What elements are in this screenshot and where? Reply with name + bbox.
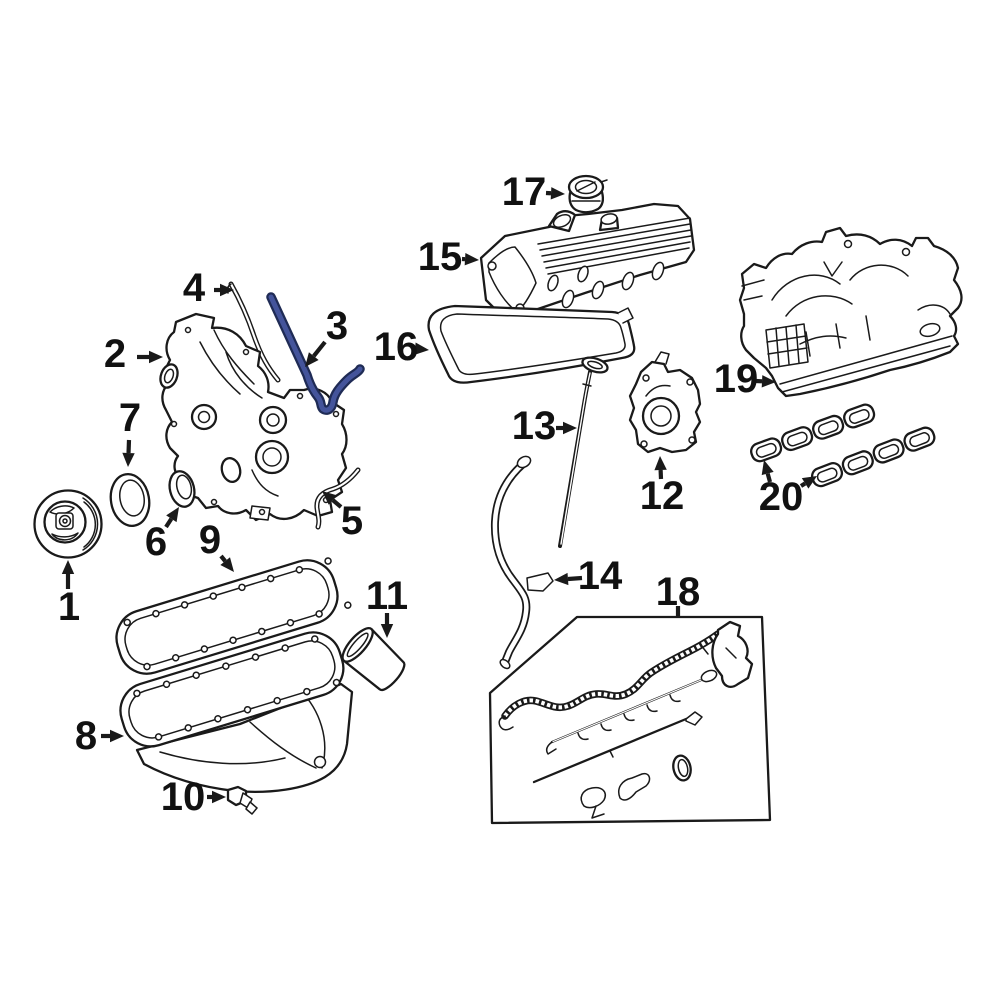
- callout-intake-manifold: 19: [714, 357, 776, 401]
- callout-oil-filter: 11: [366, 574, 408, 638]
- callout-oil-pump: 12: [640, 456, 685, 518]
- callout-tube-kit: 18: [656, 570, 701, 617]
- callout-front-seal-small: 6: [145, 507, 179, 564]
- callout-number-20: 20: [759, 475, 804, 519]
- callout-number-10: 10: [161, 775, 206, 819]
- valve-cover-part: [479, 202, 696, 324]
- callout-timing-cover: 2: [104, 332, 163, 376]
- tube-kit-part: [488, 615, 772, 825]
- callout-number-16: 16: [374, 325, 419, 369]
- callout-valve-cover: 15: [418, 235, 479, 279]
- timing-cover-gasket-part-core: [268, 294, 363, 413]
- callout-number-19: 19: [714, 357, 759, 401]
- callout-number-12: 12: [640, 474, 685, 518]
- callout-number-4: 4: [183, 266, 206, 310]
- intake-manifold-part: [738, 226, 963, 398]
- callout-number-18: 18: [656, 570, 701, 614]
- callout-number-8: 8: [75, 714, 97, 758]
- oil-pan-gasket-part: [115, 557, 352, 675]
- oil-filter-part: [341, 627, 406, 692]
- oil-pump-part: [628, 351, 702, 454]
- timing-cover-lower-gasket-part: [314, 467, 361, 530]
- dipstick-tube-part: [490, 455, 554, 670]
- callout-number-13: 13: [512, 404, 557, 448]
- callout-number-2: 2: [104, 332, 126, 376]
- oil-drain-plug-part: [226, 785, 258, 815]
- callout-oil-pan-gasket: 9: [199, 518, 234, 572]
- crankshaft-front-seal-part: [109, 473, 151, 527]
- timing-cover-gasket-part: [266, 292, 365, 415]
- callout-valve-cover-gasket: 16: [374, 325, 429, 369]
- front-seal-small-part: [168, 470, 196, 508]
- callout-crankshaft-pulley: 1: [58, 560, 80, 629]
- callout-oil-drain-plug: 10: [161, 775, 226, 819]
- callout-timing-cover-lower-gasket: 5: [322, 491, 363, 543]
- callout-number-15: 15: [418, 235, 463, 279]
- callout-number-9: 9: [199, 518, 221, 562]
- oil-pan-part: [119, 631, 354, 793]
- callout-oil-dipstick: 13: [512, 404, 577, 448]
- callout-dipstick-tube: 14: [554, 554, 623, 598]
- timing-cover-part: [159, 312, 348, 522]
- callout-number-5: 5: [341, 499, 363, 543]
- callout-number-11: 11: [366, 574, 408, 618]
- callout-timing-cover-gasket: 3: [305, 304, 348, 367]
- callout-number-7: 7: [119, 396, 141, 440]
- oil-dipstick-part: [558, 356, 609, 548]
- oil-filler-cap-part: [567, 174, 608, 214]
- callout-intake-manifold-gaskets: 20: [759, 460, 817, 519]
- callout-number-14: 14: [578, 554, 623, 598]
- callout-number-6: 6: [145, 520, 167, 564]
- callout-oil-pan: 8: [75, 714, 124, 758]
- callout-timing-cover-side-gasket: 4: [183, 266, 234, 310]
- callout-number-1: 1: [58, 585, 80, 629]
- intake-manifold-gaskets-part: [750, 403, 936, 488]
- callout-oil-filler-cap: 17: [502, 170, 565, 214]
- callout-crankshaft-front-seal: 7: [119, 396, 141, 467]
- callout-number-3: 3: [326, 304, 348, 348]
- crankshaft-pulley-part: [33, 489, 103, 559]
- callout-number-17: 17: [502, 170, 547, 214]
